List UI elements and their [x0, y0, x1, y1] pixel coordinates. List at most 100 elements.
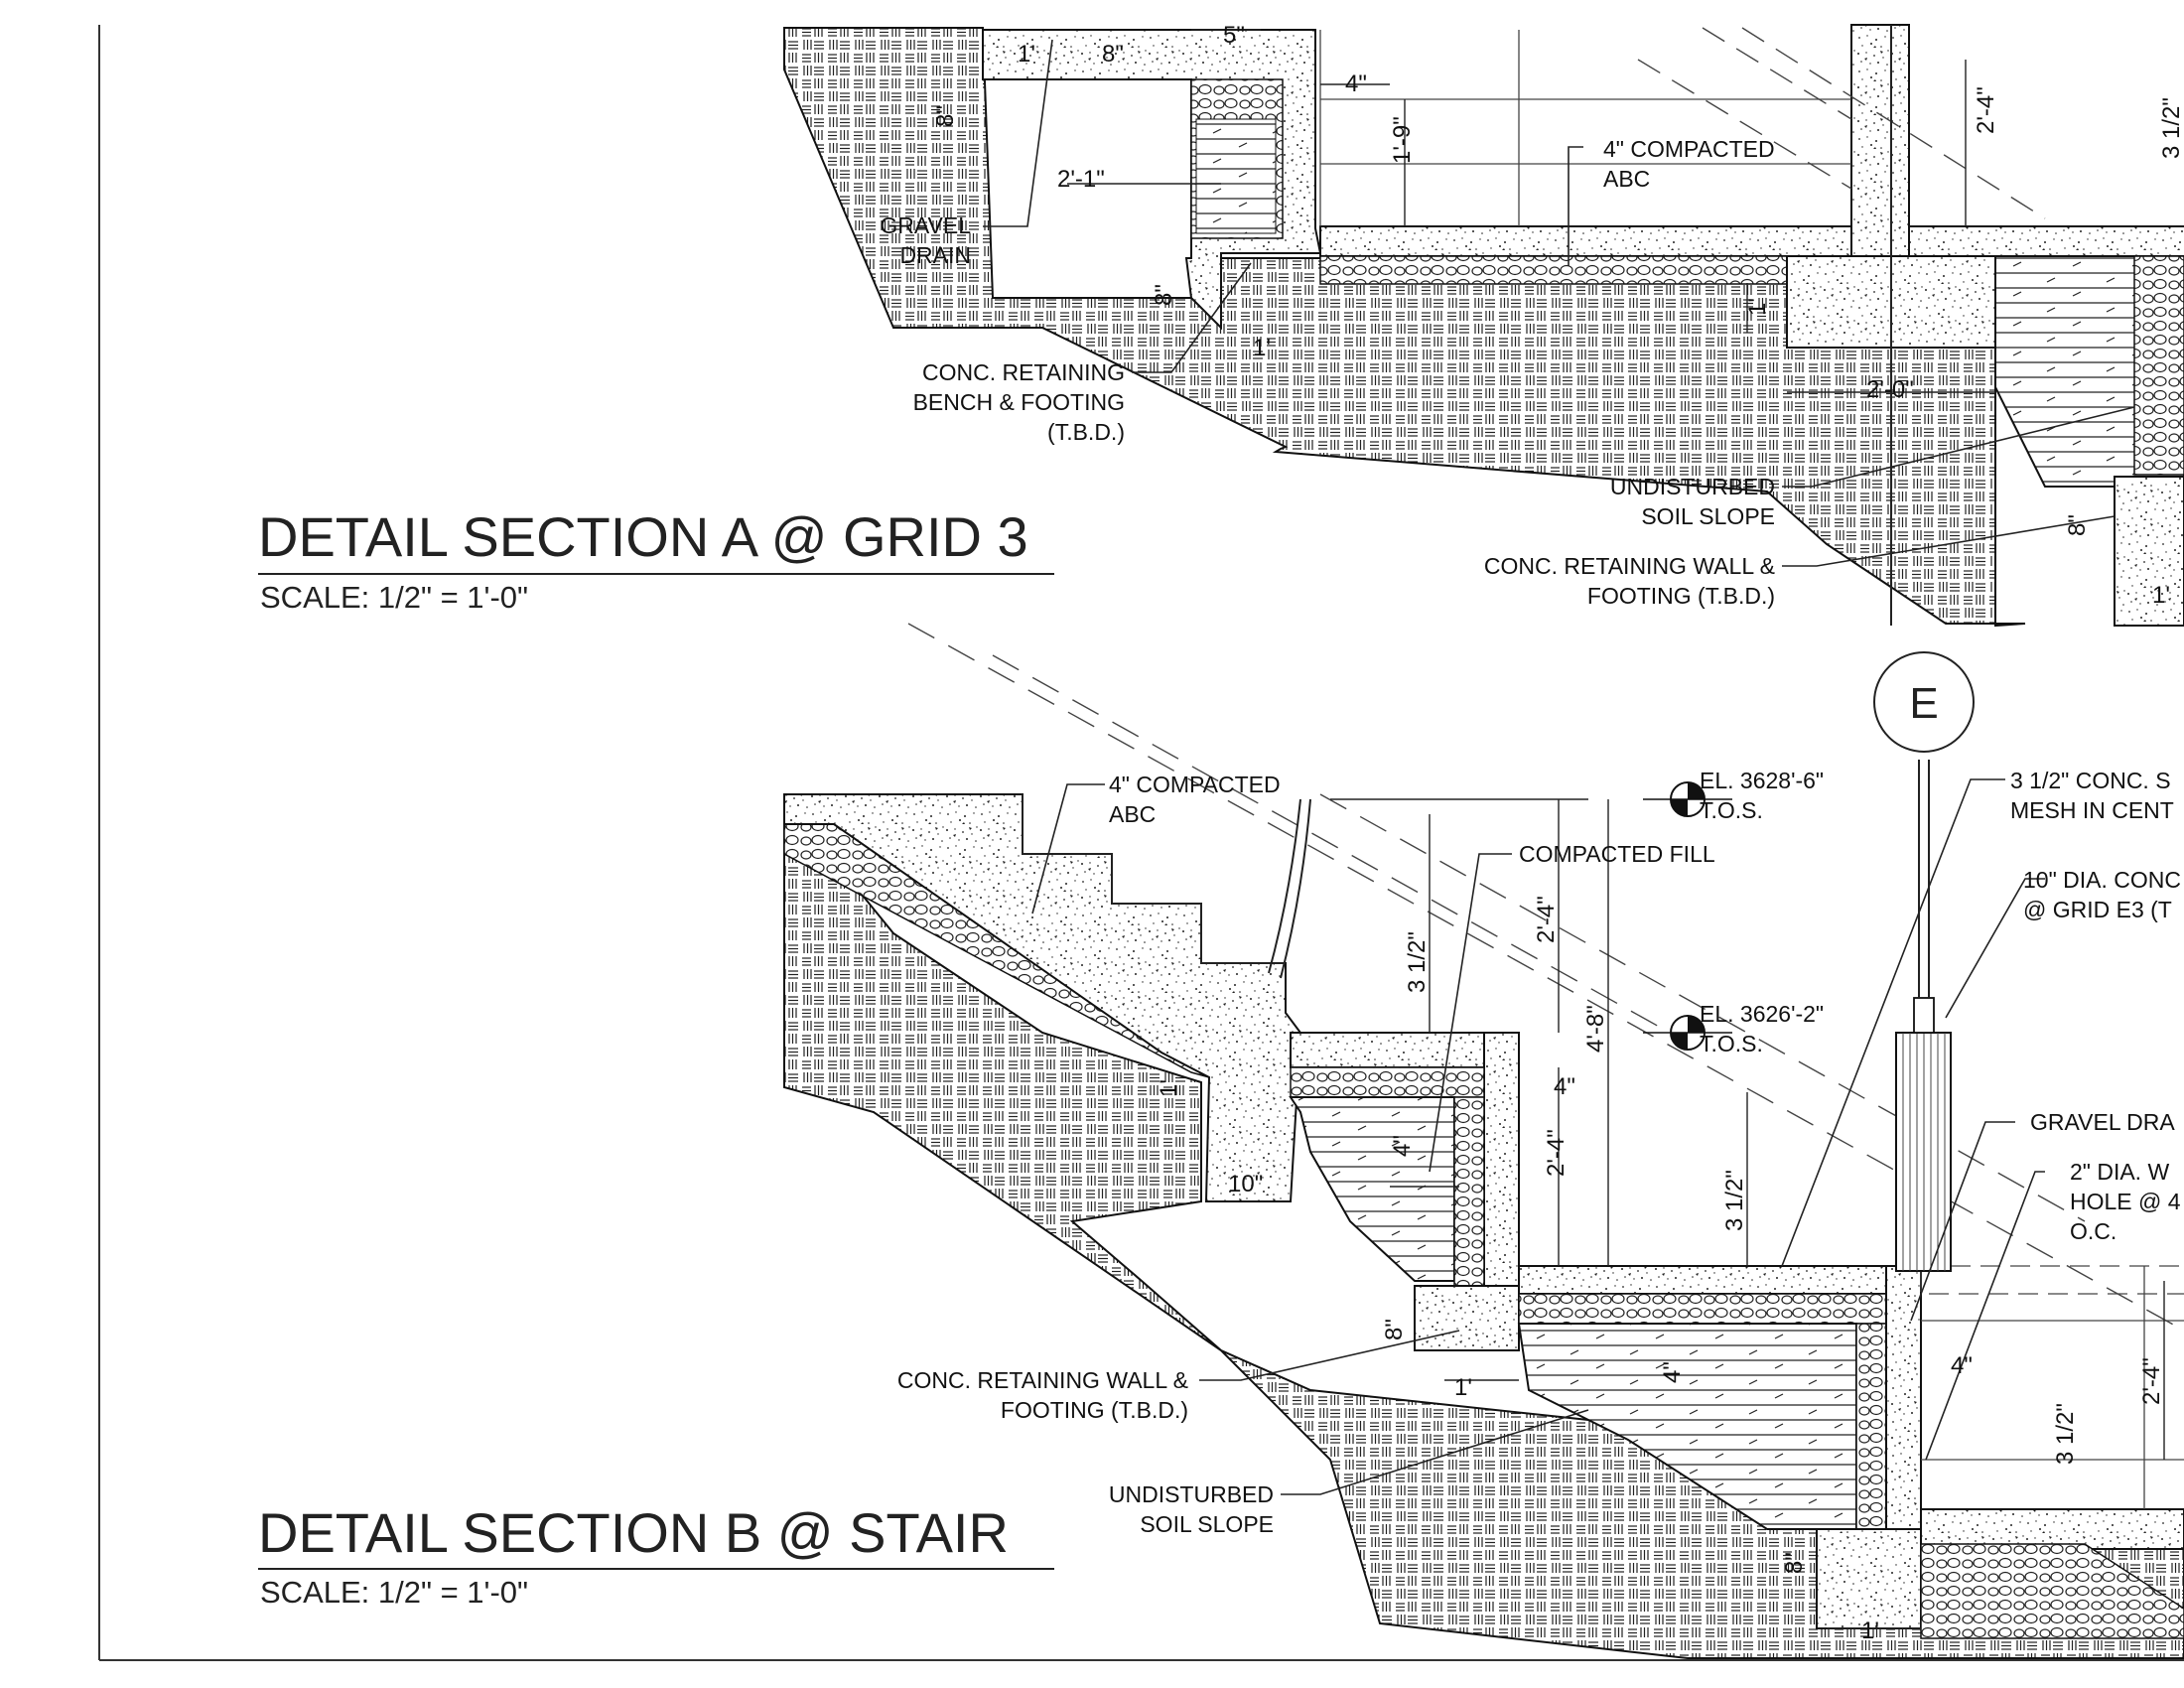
- section-b-dim-1ft-lower: 1': [1861, 1618, 1879, 1644]
- section-b-labels: 4" COMPACTED ABC COMPACTED FILL EL. 3628…: [258, 768, 2181, 1644]
- section-b-lower-wall: [1885, 1265, 1922, 1530]
- section-a-dim-8in-right: 8": [2064, 514, 2091, 536]
- section-a-column: [1850, 24, 1910, 259]
- section-b-weep-line1: 2" DIA. W: [2070, 1159, 2169, 1185]
- grid-bubble-e: [1873, 651, 1975, 753]
- section-b-dashed-lines: [907, 623, 2184, 1332]
- section-a-soil-line2: SOIL SLOPE: [1641, 503, 1775, 529]
- section-b-dim-10in: 10": [1228, 1171, 1263, 1197]
- section-b-mid-abc: [1290, 1066, 1485, 1098]
- section-b-lower-slab: [1518, 1265, 1917, 1295]
- section-b-mid-footing: [1414, 1285, 1520, 1351]
- section-b-pier-line2: @ GRID E3 (T: [2023, 897, 2172, 922]
- section-a-dim-1-9: 1'-9": [1389, 116, 1416, 164]
- section-a-dim-3-1-2: 3 1/2": [2158, 97, 2184, 159]
- section-a-abc-line1: 4" COMPACTED: [1603, 136, 1775, 162]
- section-b-stair-nosing: [1022, 794, 1311, 979]
- section-b-dim-8in-lower: 8": [1781, 1552, 1808, 1574]
- section-a-gravel-right: [2133, 255, 2184, 476]
- section-b-abc-line1: 4" COMPACTED: [1109, 772, 1281, 797]
- section-a-gravel-line1: GRAVEL: [880, 212, 971, 238]
- section-a-gravel-line2: DRAIN: [899, 242, 971, 268]
- section-b-scale: SCALE: 1/2" = 1'-0": [260, 1575, 528, 1610]
- section-a-dim-8in-footing: 8": [1151, 284, 1177, 306]
- section-b-soil-line2: SOIL SLOPE: [1140, 1511, 1274, 1537]
- section-a-dim-1ft-footing: 1': [1253, 335, 1271, 361]
- section-a-dim-1ft: 1': [1018, 41, 1035, 68]
- section-b-dim-1ft-stair: 1': [1156, 1079, 1182, 1097]
- section-b-wall-line1: CONC. RETAINING WALL &: [897, 1367, 1188, 1393]
- section-a-dashed-lines: [1637, 27, 2046, 219]
- section-b-title: DETAIL SECTION B @ STAIR: [258, 1501, 1009, 1564]
- section-a-title: DETAIL SECTION A @ GRID 3: [258, 505, 1028, 568]
- section-a-dim-1ft-right: 1': [2152, 582, 2170, 609]
- section-a-dim-2-0: 2'-0": [1866, 376, 1914, 403]
- section-b-dim-lines: [1330, 798, 2165, 1629]
- section-b-dim-2-4-right: 2'-4": [2138, 1357, 2165, 1405]
- section-b-mid-fill: [1289, 1096, 1455, 1282]
- elevation-marker-1: [1643, 781, 1732, 817]
- section-a-dim-8in-vert: 8": [932, 105, 959, 127]
- section-a-leaders: [983, 39, 2135, 567]
- section-a-soil-line1: UNDISTURBED: [1610, 474, 1775, 499]
- section-a-bench-line3: (T.B.D.): [1047, 419, 1125, 445]
- section-a-labels: 5" 8" 1' 4" 8" 1'-9" 2'-1" 8" 1' 1' 2'-0…: [258, 22, 2184, 615]
- section-b-right-gravel: [1920, 1543, 2184, 1639]
- section-b-mid-wall: [1483, 1032, 1520, 1292]
- section-b-right-lines: [1921, 1266, 2184, 1509]
- section-a-dim-4in: 4": [1345, 70, 1367, 97]
- grid-bubble-label: E: [1909, 679, 1938, 728]
- section-b-mid-gravel: [1453, 1096, 1485, 1287]
- section-b-dim-3-1-2-mid: 3 1/2": [1721, 1170, 1748, 1231]
- section-a-dim-lines: [1067, 29, 1995, 393]
- section-b-dim-4in-c: 4": [1659, 1361, 1686, 1383]
- section-a-dim-1ft-vert: 1': [1744, 298, 1771, 316]
- section-a-bench-fill: [1195, 118, 1277, 234]
- section-a-bench-line2: BENCH & FOOTING: [913, 389, 1125, 415]
- section-b-dim-8in-mid: 8": [1381, 1319, 1408, 1340]
- section-a-bench-line1: CONC. RETAINING: [922, 359, 1125, 385]
- section-b-slab-line1: 3 1/2" CONC. S: [2010, 768, 2171, 793]
- section-b-drawing: E: [783, 623, 2184, 1659]
- section-a-scale: SCALE: 1/2" = 1'-0": [260, 580, 528, 615]
- section-b-weep-line2: HOLE @ 4: [2070, 1189, 2181, 1214]
- section-b-dim-2-4-mid: 2'-4": [1543, 1129, 1570, 1177]
- section-b-abc-line2: ABC: [1109, 801, 1156, 827]
- section-a-drawing: [783, 24, 2184, 628]
- elevation-marker-2: [1643, 1015, 1732, 1051]
- section-b-dim-4in-b: 4": [1389, 1135, 1416, 1157]
- section-a-stair-lines: [1319, 30, 1851, 226]
- section-a-dim-8in: 8": [1102, 41, 1124, 68]
- section-b-pier-hatch: [1902, 1033, 1946, 1271]
- section-b-soil-line1: UNDISTURBED: [1109, 1481, 1274, 1507]
- section-a-wall-line1: CONC. RETAINING WALL &: [1484, 553, 1775, 579]
- section-b-el1: EL. 3628'-6": [1700, 768, 1824, 793]
- section-b-pier-line1: 10" DIA. CONC: [2023, 867, 2181, 893]
- section-b-slab-line2: MESH IN CENT: [2010, 797, 2174, 823]
- section-a-slab: [1319, 225, 2184, 257]
- section-b-dim-3-1-2-right: 3 1/2": [2052, 1403, 2079, 1465]
- section-b-dim-4in-a: 4": [1554, 1073, 1575, 1100]
- section-b-right-footing: [1920, 1508, 2184, 1550]
- section-b-lower-abc: [1518, 1293, 1887, 1325]
- section-a-footing-right: [2114, 476, 2184, 627]
- section-b-gravel-label: GRAVEL DRA: [2030, 1109, 2175, 1135]
- section-b-el2-tos: T.O.S.: [1700, 1031, 1763, 1056]
- section-b-dim-4-8: 4'-8": [1582, 1005, 1609, 1053]
- section-b-el2: EL. 3626'-2": [1700, 1001, 1824, 1027]
- section-a-wall-line2: FOOTING (T.B.D.): [1587, 583, 1775, 609]
- section-a-dim-5in: 5": [1223, 22, 1245, 49]
- section-b-dim-2-4-upper: 2'-4": [1533, 896, 1560, 943]
- section-a-abc-line2: ABC: [1603, 166, 1650, 192]
- section-b-fill-label: COMPACTED FILL: [1519, 841, 1715, 867]
- section-b-dim-3-1-2-upper: 3 1/2": [1404, 931, 1431, 993]
- section-b-right-slab-outline: [1920, 1265, 2184, 1295]
- section-b-el1-tos: T.O.S.: [1700, 797, 1763, 823]
- section-b-dim-4in-d: 4": [1951, 1352, 1973, 1379]
- section-b-post-base: [1913, 997, 1935, 1034]
- section-b-dim-1ft-mid: 1': [1454, 1374, 1472, 1401]
- section-b-weep-line3: O.C.: [2070, 1218, 2116, 1244]
- section-a-dim-2-4: 2'-4": [1973, 86, 1999, 134]
- section-b-leaders: [1031, 778, 2045, 1495]
